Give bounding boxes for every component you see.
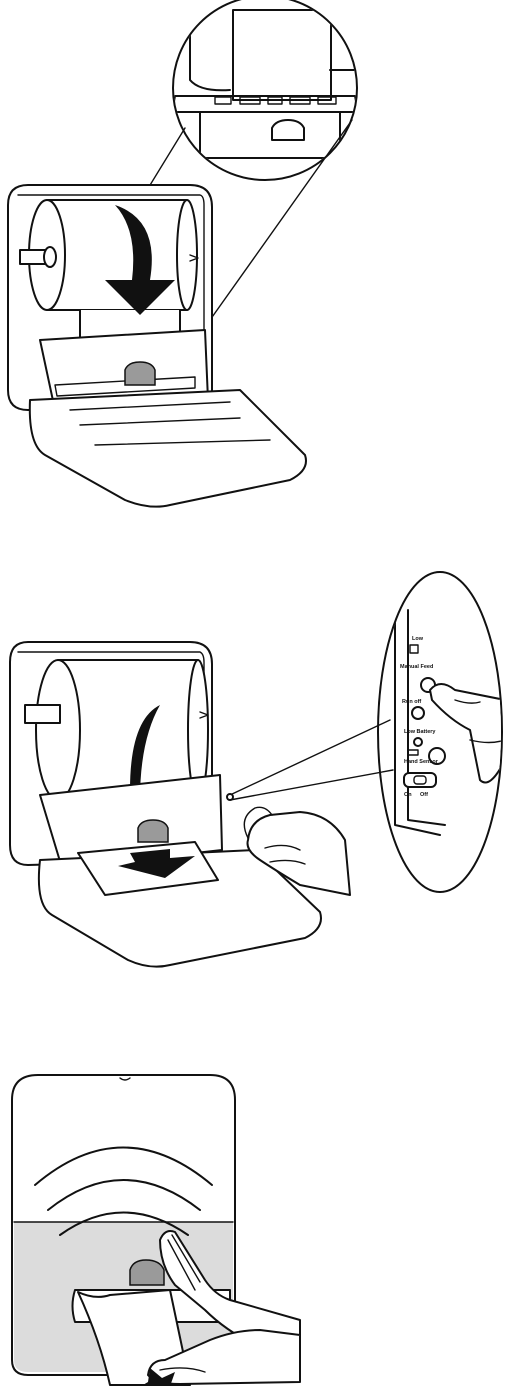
label-off: Off (420, 792, 428, 798)
curved-arrow-icon (130, 705, 160, 800)
low-battery-led (413, 737, 423, 747)
sensor-wave-icon (34, 1146, 213, 1236)
step-1-load-roll (7, 0, 358, 508)
step-3-hand-sensor (11, 1074, 301, 1386)
sensor-eye (129, 1259, 165, 1286)
zoom-leader-bottom (229, 769, 394, 801)
label-hand-sensor: Hand Sensor (404, 759, 439, 765)
zoom-leader-top (229, 719, 391, 796)
hand-icon (429, 683, 501, 784)
label-on: On (404, 792, 412, 798)
front-cover-open (28, 389, 307, 508)
arrow-down-icon (105, 205, 175, 315)
hand-icon (159, 1230, 301, 1346)
label-low-battery: Low Battery (404, 729, 436, 735)
zoom-circle-control-panel: Low Manual Feed Run off Low Battery Hand… (377, 571, 503, 893)
label-run-off: Run off (402, 699, 421, 705)
step-2-manual-feed: Low Manual Feed Run off Low Battery Hand… (9, 571, 503, 968)
paper-roll (19, 199, 199, 341)
label-manual-feed: Manual Feed (400, 664, 433, 670)
arrow-down-icon (118, 849, 195, 878)
run-off-button[interactable] (411, 706, 425, 720)
hand-icon (246, 811, 351, 896)
arrow-down-icon (141, 1368, 175, 1386)
label-low: Low (412, 636, 424, 642)
sensor-switch[interactable] (403, 772, 437, 788)
release-lever (124, 361, 156, 386)
zoom-circle-paper-slot (172, 0, 358, 181)
hand-sensor-button[interactable] (428, 747, 446, 765)
release-lever (137, 819, 169, 843)
zoom-leader-right (209, 119, 353, 321)
